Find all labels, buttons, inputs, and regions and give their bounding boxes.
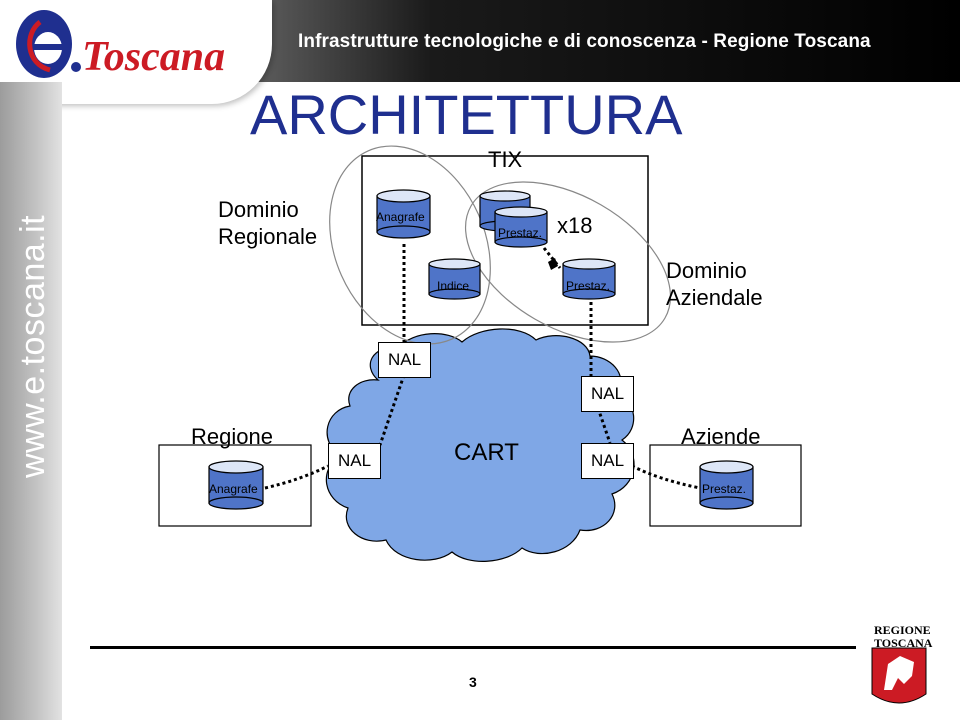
regione-box: [158, 444, 312, 527]
db-prestaz-tix-label: Prestaz.: [498, 226, 543, 240]
db-indice: [428, 258, 481, 300]
dominio-aziendale-label-1: Dominio: [666, 258, 747, 283]
regione-toscana-logo-text: REGIONE TOSCANA: [874, 624, 932, 650]
aziende-label: Aziende: [681, 424, 761, 449]
db-anagrafe-tix: [376, 189, 431, 239]
regione-toscana-crest: [871, 647, 927, 704]
nal-box-tix: NAL: [378, 342, 431, 378]
slide-title: ARCHITETTURA: [250, 83, 683, 146]
link-diamond: [548, 258, 558, 270]
etoscana-logo: Toscana: [16, 10, 225, 80]
db-indice-label: Indice: [437, 279, 470, 293]
regione-label: Regione: [191, 424, 273, 449]
db-prestaz-aziende: [699, 460, 754, 510]
footer-rule: [90, 646, 856, 649]
dominio-aziendale-ellipse: [464, 181, 672, 343]
tix-label: TIX: [488, 147, 523, 172]
link-nal-nal: [378, 374, 406, 446]
db-anagrafe-regione: [208, 460, 264, 510]
regione-logo-line-1: REGIONE: [874, 623, 931, 637]
page-number: 3: [469, 674, 477, 690]
logo-wordmark: Toscana: [82, 34, 225, 80]
cart-cloud: [325, 328, 635, 562]
x18-label: x18: [557, 213, 593, 238]
db-prestaz-tix-right: [562, 258, 616, 300]
nal-box-aziende: NAL: [581, 443, 634, 479]
side-band: [0, 82, 62, 720]
link-anagrafe-regione: [264, 464, 329, 490]
dominio-regionale-label-2: Regionale: [218, 224, 318, 249]
link-prestaz-aziende: [631, 464, 701, 490]
db-prestaz-aziende-label: Prestaz.: [702, 482, 747, 496]
dominio-regionale-label-1: Dominio: [218, 197, 299, 222]
regione-logo-line-2: TOSCANA: [874, 636, 933, 650]
db-anagrafe-regione-label: Anagrafe: [209, 482, 258, 496]
link-prestaz-prestaz: [542, 247, 562, 269]
db-anagrafe-tix-label: Anagrafe: [376, 210, 425, 224]
cart-label: CART: [454, 439, 519, 466]
db-prestaz-tix-right-label: Prestaz.: [566, 279, 611, 293]
aziende-box: [649, 444, 802, 527]
db-prestaz-tix-front: [494, 206, 548, 248]
tix-box: [361, 155, 649, 326]
link-nal-nal-right: [596, 407, 612, 444]
header-title: Infrastrutture tecnologiche e di conosce…: [298, 31, 871, 52]
nal-box-tix-right: NAL: [581, 376, 634, 412]
dominio-regionale-ellipse: [329, 145, 491, 345]
nal-box-regione: NAL: [328, 443, 381, 479]
dominio-aziendale-label-2: Aziendale: [666, 285, 763, 310]
